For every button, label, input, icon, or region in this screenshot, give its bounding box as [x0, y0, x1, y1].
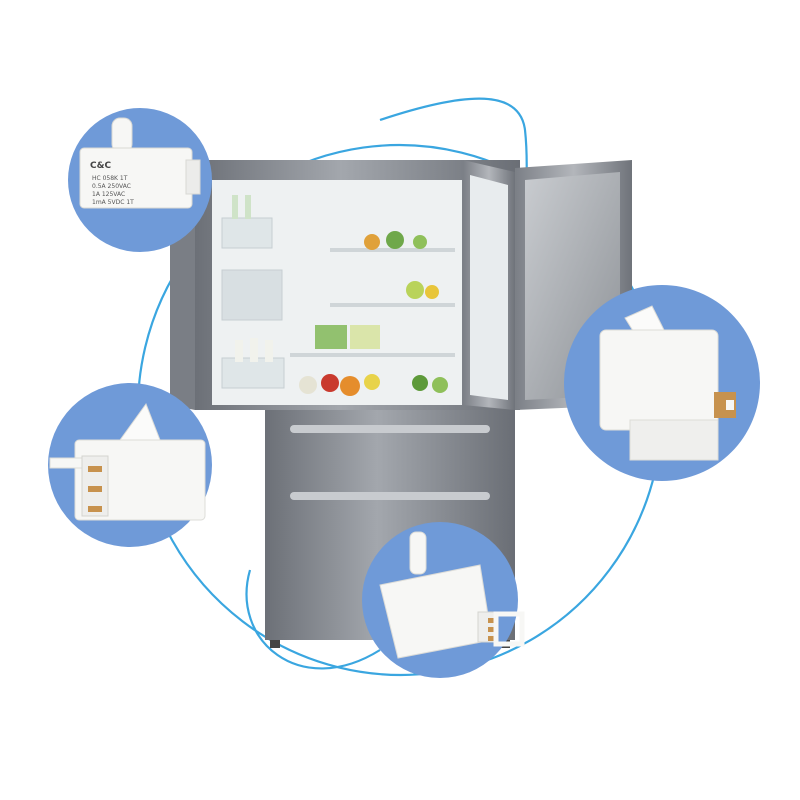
switch-rating-line-4: 1mA 5VDC 1T — [92, 199, 134, 206]
produce — [299, 231, 448, 396]
rocker-switch — [599, 305, 736, 461]
switch-circle-left — [48, 383, 212, 547]
switch-circle-bottom — [362, 522, 525, 678]
fridge-shelves — [290, 248, 455, 357]
push-button-switch — [379, 531, 525, 659]
switch-brand-label: C&C — [90, 161, 111, 171]
left-door-bins — [221, 195, 285, 389]
door-switch-plunger: C&C HC 058K 1T 0.5A 250VAC 1A 125VAC 1mA… — [79, 117, 201, 209]
switch-rating-line-3: 1A 125VAC — [92, 191, 125, 198]
switch-circle-top-left: C&C HC 058K 1T 0.5A 250VAC 1A 125VAC 1mA… — [68, 108, 212, 252]
switch-rating-line-2: 0.5A 250VAC — [92, 183, 131, 190]
switch-rating-line-1: HC 058K 1T — [92, 175, 128, 182]
right-open-door — [463, 160, 515, 410]
lever-switch — [49, 402, 206, 521]
switch-circle-right — [564, 285, 760, 481]
